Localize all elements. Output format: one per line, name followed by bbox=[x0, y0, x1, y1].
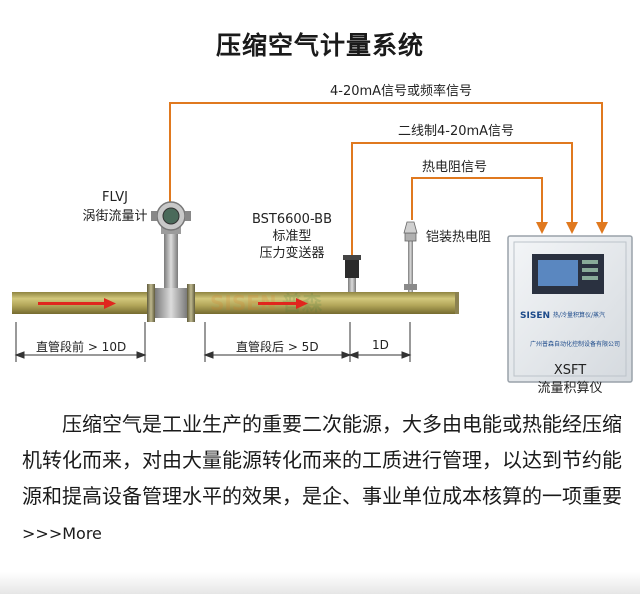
transmitter-line2: 压力变送器 bbox=[259, 246, 325, 261]
cabinet-company: 广州普森自动化控制设备有限公司 bbox=[530, 340, 620, 348]
description-text: 压缩空气是工业生产的重要二次能源，大多由电能或热能经压缩机转化而来，对由大量能源… bbox=[22, 412, 622, 508]
thermal-resistor bbox=[403, 221, 418, 292]
arrowhead-1 bbox=[596, 222, 608, 234]
vortex-flowmeter bbox=[147, 201, 195, 322]
totalizer-code: XSFT bbox=[553, 363, 587, 378]
totalizer-name: 流量积算仪 bbox=[537, 381, 603, 396]
signal-label-1: 4-20mA信号或频率信号 bbox=[330, 84, 473, 99]
pipe-end-cap bbox=[455, 292, 459, 314]
transmitter-line1: 标准型 bbox=[272, 229, 312, 244]
flowmeter-code: FLVJ bbox=[101, 190, 129, 205]
rtd-label: 铠装热电阻 bbox=[426, 230, 492, 245]
dimension-downstream: 直管段后 > 5D bbox=[236, 340, 319, 354]
description-paragraph: 压缩空气是工业生产的重要二次能源，大多由电能或热能经压缩机转化而来，对由大量能源… bbox=[22, 406, 622, 552]
cabinet-product-line: 热/冷量积算仪/蒸汽 bbox=[553, 311, 605, 319]
dimension-one-d: 1D bbox=[372, 338, 389, 352]
pipe bbox=[12, 292, 457, 314]
arrowhead-2 bbox=[566, 222, 578, 234]
page-title: 压缩空气计量系统 bbox=[215, 31, 424, 60]
signal-line-flowmeter bbox=[169, 102, 603, 226]
totalizer-label: XSFT 流量积算仪 bbox=[520, 362, 620, 398]
signal-arrowheads bbox=[536, 222, 608, 234]
signal-label-2: 二线制4-20mA信号 bbox=[398, 124, 515, 139]
flange-left bbox=[147, 284, 155, 322]
flow-arrowhead-1 bbox=[104, 298, 116, 309]
cabinet-brand: SISEN bbox=[520, 311, 550, 321]
arrowhead-3 bbox=[536, 222, 548, 234]
pressure-transmitter bbox=[343, 255, 361, 292]
totalizer-cabinet: SISEN 热/冷量积算仪/蒸汽 广州普森自动化控制设备有限公司 bbox=[507, 235, 633, 383]
flow-arrowhead-2 bbox=[296, 298, 308, 309]
system-diagram: SISEN 普森 bbox=[12, 102, 633, 383]
bottom-shadow bbox=[0, 572, 640, 594]
flow-arrows bbox=[38, 298, 308, 309]
transmitter-code: BST6600-BB bbox=[251, 212, 333, 227]
flange-right bbox=[187, 284, 195, 322]
dimension-upstream: 直管段前 > 10D bbox=[36, 340, 127, 354]
transmitter-label: BST6600-BB 标准型 压力变送器 bbox=[240, 211, 344, 262]
signal-line-rtd bbox=[411, 177, 543, 226]
signal-lines bbox=[169, 102, 603, 255]
more-link[interactable]: >>>More bbox=[22, 524, 102, 543]
signal-label-3: 热电阻信号 bbox=[422, 160, 488, 175]
flowmeter-label: FLVJ 涡街流量计 bbox=[60, 190, 170, 224]
dimension-lines bbox=[14, 322, 412, 362]
signal-line-transmitter bbox=[351, 142, 573, 255]
flowmeter-name: 涡街流量计 bbox=[82, 209, 148, 224]
